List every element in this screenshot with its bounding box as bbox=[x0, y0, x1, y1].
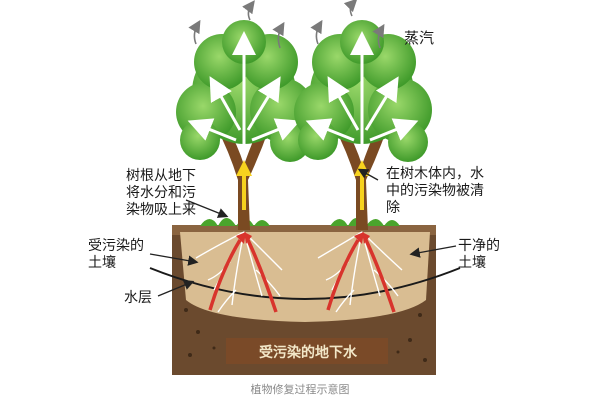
water-layer-label: 水层 bbox=[124, 290, 152, 306]
roots-absorb-label: 树根从地下 将水分和污 染物吸上来 bbox=[126, 168, 196, 218]
groundwater-band bbox=[226, 338, 388, 364]
polluted-soil-label: 受污染的 土壤 bbox=[88, 238, 144, 271]
removed-in-tree-label: 在树木体内，水 中的污染物被清 除 bbox=[386, 166, 484, 216]
figure-caption: 植物修复过程示意图 bbox=[250, 383, 350, 396]
transpiration-arrows-left bbox=[187, 31, 301, 150]
steam-arrows bbox=[188, 0, 385, 49]
tree-left bbox=[176, 20, 314, 230]
grass bbox=[200, 218, 400, 226]
clean-soil-label: 干净的 土壤 bbox=[458, 238, 500, 271]
transpiration-arrows-right bbox=[305, 31, 419, 150]
steam-label: 蒸汽 bbox=[404, 29, 435, 47]
pollutant-uptake-arrows bbox=[208, 239, 396, 313]
leader-lines bbox=[149, 168, 457, 297]
soil-pebbles bbox=[184, 308, 427, 362]
tree-right bbox=[294, 20, 432, 230]
groundwater-label: 受污染的地下水 bbox=[259, 345, 357, 361]
